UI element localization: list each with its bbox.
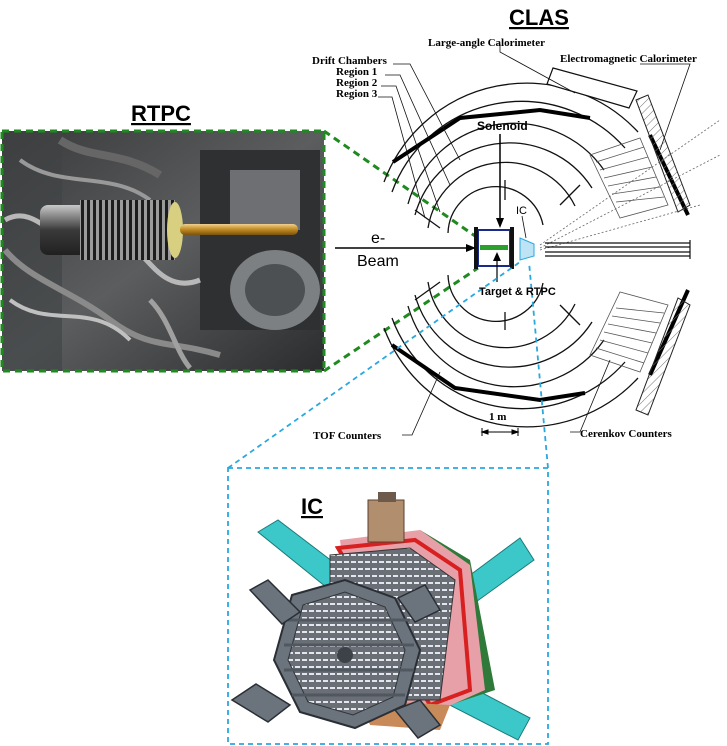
label-solenoid: Solenoid (477, 119, 528, 133)
particle-tracks (539, 119, 721, 251)
label-ic-small: IC (516, 205, 527, 217)
label-tof-counters: TOF Counters (313, 430, 382, 442)
rtpc-photo (2, 131, 324, 371)
beam-pipe (545, 240, 691, 259)
rtpc-link-lines (0, 129, 479, 373)
ic-link-lines (227, 261, 549, 745)
label-leaders (378, 44, 691, 436)
scale-bar (480, 428, 520, 436)
label-target-rtpc: Target & RTPC (479, 286, 556, 298)
rtpc-title: RTPC (131, 101, 191, 126)
clas-schematic (383, 82, 639, 428)
label-region-2: Region 2 (336, 77, 378, 89)
target-arrow (493, 252, 501, 282)
large-angle-calorimeter-shape (546, 67, 638, 109)
tof-counters-shape (390, 107, 690, 403)
label-scale: 1 m (489, 411, 506, 423)
solenoid-arrow (496, 134, 504, 228)
label-cerenkov-counters: Cerenkov Counters (580, 428, 672, 440)
ic-title: IC (301, 494, 323, 519)
label-region-1: Region 1 (336, 66, 377, 78)
label-large-angle-calorimeter: Large-angle Calorimeter (428, 37, 545, 49)
clas-title: CLAS (509, 5, 569, 30)
label-electromagnetic-calorimeter: Electromagnetic Calorimeter (560, 53, 697, 65)
label-beam-line1: e- (371, 230, 385, 247)
ic-render (230, 492, 535, 741)
label-region-3: Region 3 (336, 88, 378, 100)
label-beam-line2: Beam (357, 253, 399, 270)
label-drift-chambers: Drift Chambers (312, 55, 388, 67)
electromagnetic-calorimeter-shape (635, 94, 691, 416)
cerenkov-counters-shape (589, 137, 669, 373)
beam-arrow (335, 244, 476, 252)
